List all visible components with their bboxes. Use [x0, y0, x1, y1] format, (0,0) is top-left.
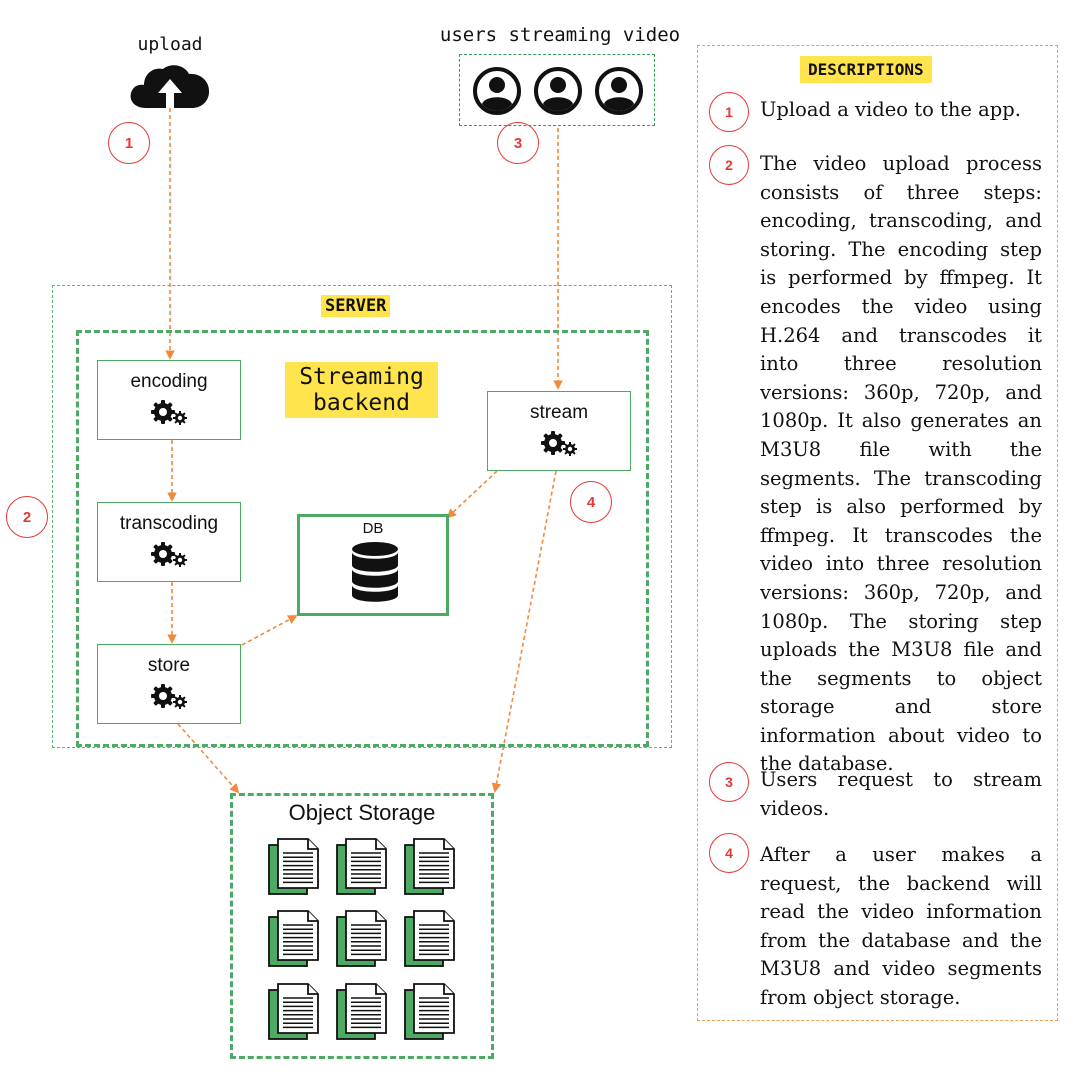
users-streaming-label: users streaming video	[439, 24, 681, 46]
object-storage-container	[230, 793, 494, 1059]
document-icon	[404, 838, 455, 895]
users-box	[459, 54, 655, 126]
arrow-stream-to-storage	[491, 470, 557, 793]
document-icon	[268, 910, 319, 967]
store-label: store	[147, 655, 191, 676]
arrow-store-to-db	[241, 615, 298, 646]
encoding-label: encoding	[130, 371, 208, 392]
desc-marker-1: 1	[709, 92, 749, 132]
desc-marker-4: 4	[709, 833, 749, 873]
arrow-stream-to-db	[446, 470, 498, 519]
db-label: DB	[362, 520, 384, 537]
marker-4: 4	[570, 481, 612, 523]
user-icon	[473, 67, 521, 115]
document-icon	[268, 983, 319, 1040]
database-box: DB	[297, 514, 449, 616]
streaming-backend-title: Streaming backend	[285, 362, 438, 418]
descriptions-panel	[697, 45, 1058, 1021]
object-storage-title: Object Storage	[288, 800, 436, 825]
gears-icon	[151, 684, 187, 709]
gears-icon	[151, 542, 187, 567]
stream-step: stream	[487, 391, 631, 471]
descriptions-title: DESCRIPTIONS	[800, 56, 932, 83]
desc-marker-2: 2	[709, 145, 749, 185]
gears-icon	[541, 431, 577, 456]
document-icon	[404, 983, 455, 1040]
arrow-store-to-storage	[177, 723, 240, 794]
document-icon	[336, 910, 387, 967]
transcoding-step: transcoding	[97, 502, 241, 582]
marker-3: 3	[497, 122, 539, 164]
document-icon	[336, 838, 387, 895]
user-icon	[595, 67, 643, 115]
desc-text-2: The video upload process consists of thr…	[760, 152, 1042, 776]
transcoding-label: transcoding	[119, 513, 219, 534]
database-icon	[352, 542, 398, 602]
gears-icon	[151, 400, 187, 425]
backend-title-line1: Streaming	[299, 364, 424, 390]
desc-text-3: Users request to stream videos.	[760, 768, 1042, 820]
store-step: store	[97, 644, 241, 724]
upload-label: upload	[137, 34, 203, 55]
desc-text-4: After a user makes a request, the backen…	[760, 843, 1042, 1009]
marker-2: 2	[6, 496, 48, 538]
document-icon	[336, 983, 387, 1040]
document-icon	[404, 910, 455, 967]
marker-1: 1	[108, 122, 150, 164]
encoding-step: encoding	[97, 360, 241, 440]
backend-title-line2: backend	[313, 390, 410, 416]
user-icon	[534, 67, 582, 115]
stream-label: stream	[529, 402, 589, 423]
cloud-upload-icon	[130, 65, 210, 108]
desc-text-1: Upload a video to the app.	[760, 98, 1021, 121]
server-container	[52, 285, 672, 748]
desc-marker-3: 3	[709, 762, 749, 802]
document-icon	[268, 838, 319, 895]
server-title: SERVER	[321, 295, 391, 317]
streaming-backend-container	[76, 330, 649, 747]
